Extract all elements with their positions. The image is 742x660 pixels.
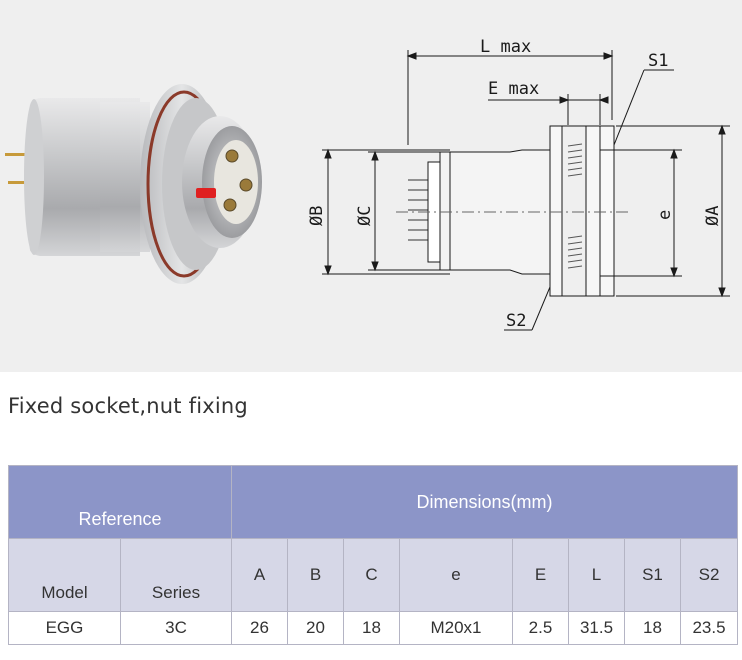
col-b: B	[287, 538, 344, 612]
technical-drawing: L max E max S1 S2 ØB ØC e ØA	[307, 37, 730, 331]
dia-c-label: ØC	[355, 206, 375, 226]
col-e-upper: E	[512, 538, 569, 612]
section-caption: Fixed socket,nut fixing	[8, 394, 248, 418]
cell-l: 31.5	[568, 611, 625, 645]
table-row: EGG 3C 26 20 18 M20x1 2.5 31.5 18 23.5	[8, 611, 739, 645]
e-max-label: E max	[488, 79, 539, 99]
dia-b-label: ØB	[307, 206, 327, 226]
col-c: C	[343, 538, 400, 612]
dimensions-header: Dimensions(mm)	[230, 465, 739, 539]
cell-series: 3C	[120, 611, 232, 645]
col-a: A	[231, 538, 288, 612]
figure-panel: L max E max S1 S2 ØB ØC e ØA	[0, 0, 742, 372]
col-series: Series	[120, 538, 232, 612]
cell-c: 18	[343, 611, 400, 645]
col-s1: S1	[624, 538, 681, 612]
cell-b: 20	[287, 611, 344, 645]
cell-a: 26	[231, 611, 288, 645]
e-label: e	[655, 210, 675, 220]
cell-e-thread: M20x1	[399, 611, 513, 645]
dimensions-table: Reference Dimensions(mm) Model Series A …	[8, 465, 739, 645]
col-model: Model	[8, 538, 121, 612]
col-l: L	[568, 538, 625, 612]
connector-photo	[5, 84, 262, 284]
s2-label: S2	[506, 311, 526, 331]
cell-e-upper: 2.5	[512, 611, 569, 645]
s1-label: S1	[648, 51, 668, 71]
l-max-label: L max	[480, 37, 531, 57]
dia-a-label: ØA	[703, 206, 723, 226]
col-e-thread: e	[399, 538, 513, 612]
reference-header: Reference	[8, 465, 232, 539]
col-s2: S2	[679, 538, 739, 612]
cell-s2: 23.5	[679, 611, 739, 645]
cell-s1: 18	[624, 611, 681, 645]
cell-model: EGG	[8, 611, 121, 645]
